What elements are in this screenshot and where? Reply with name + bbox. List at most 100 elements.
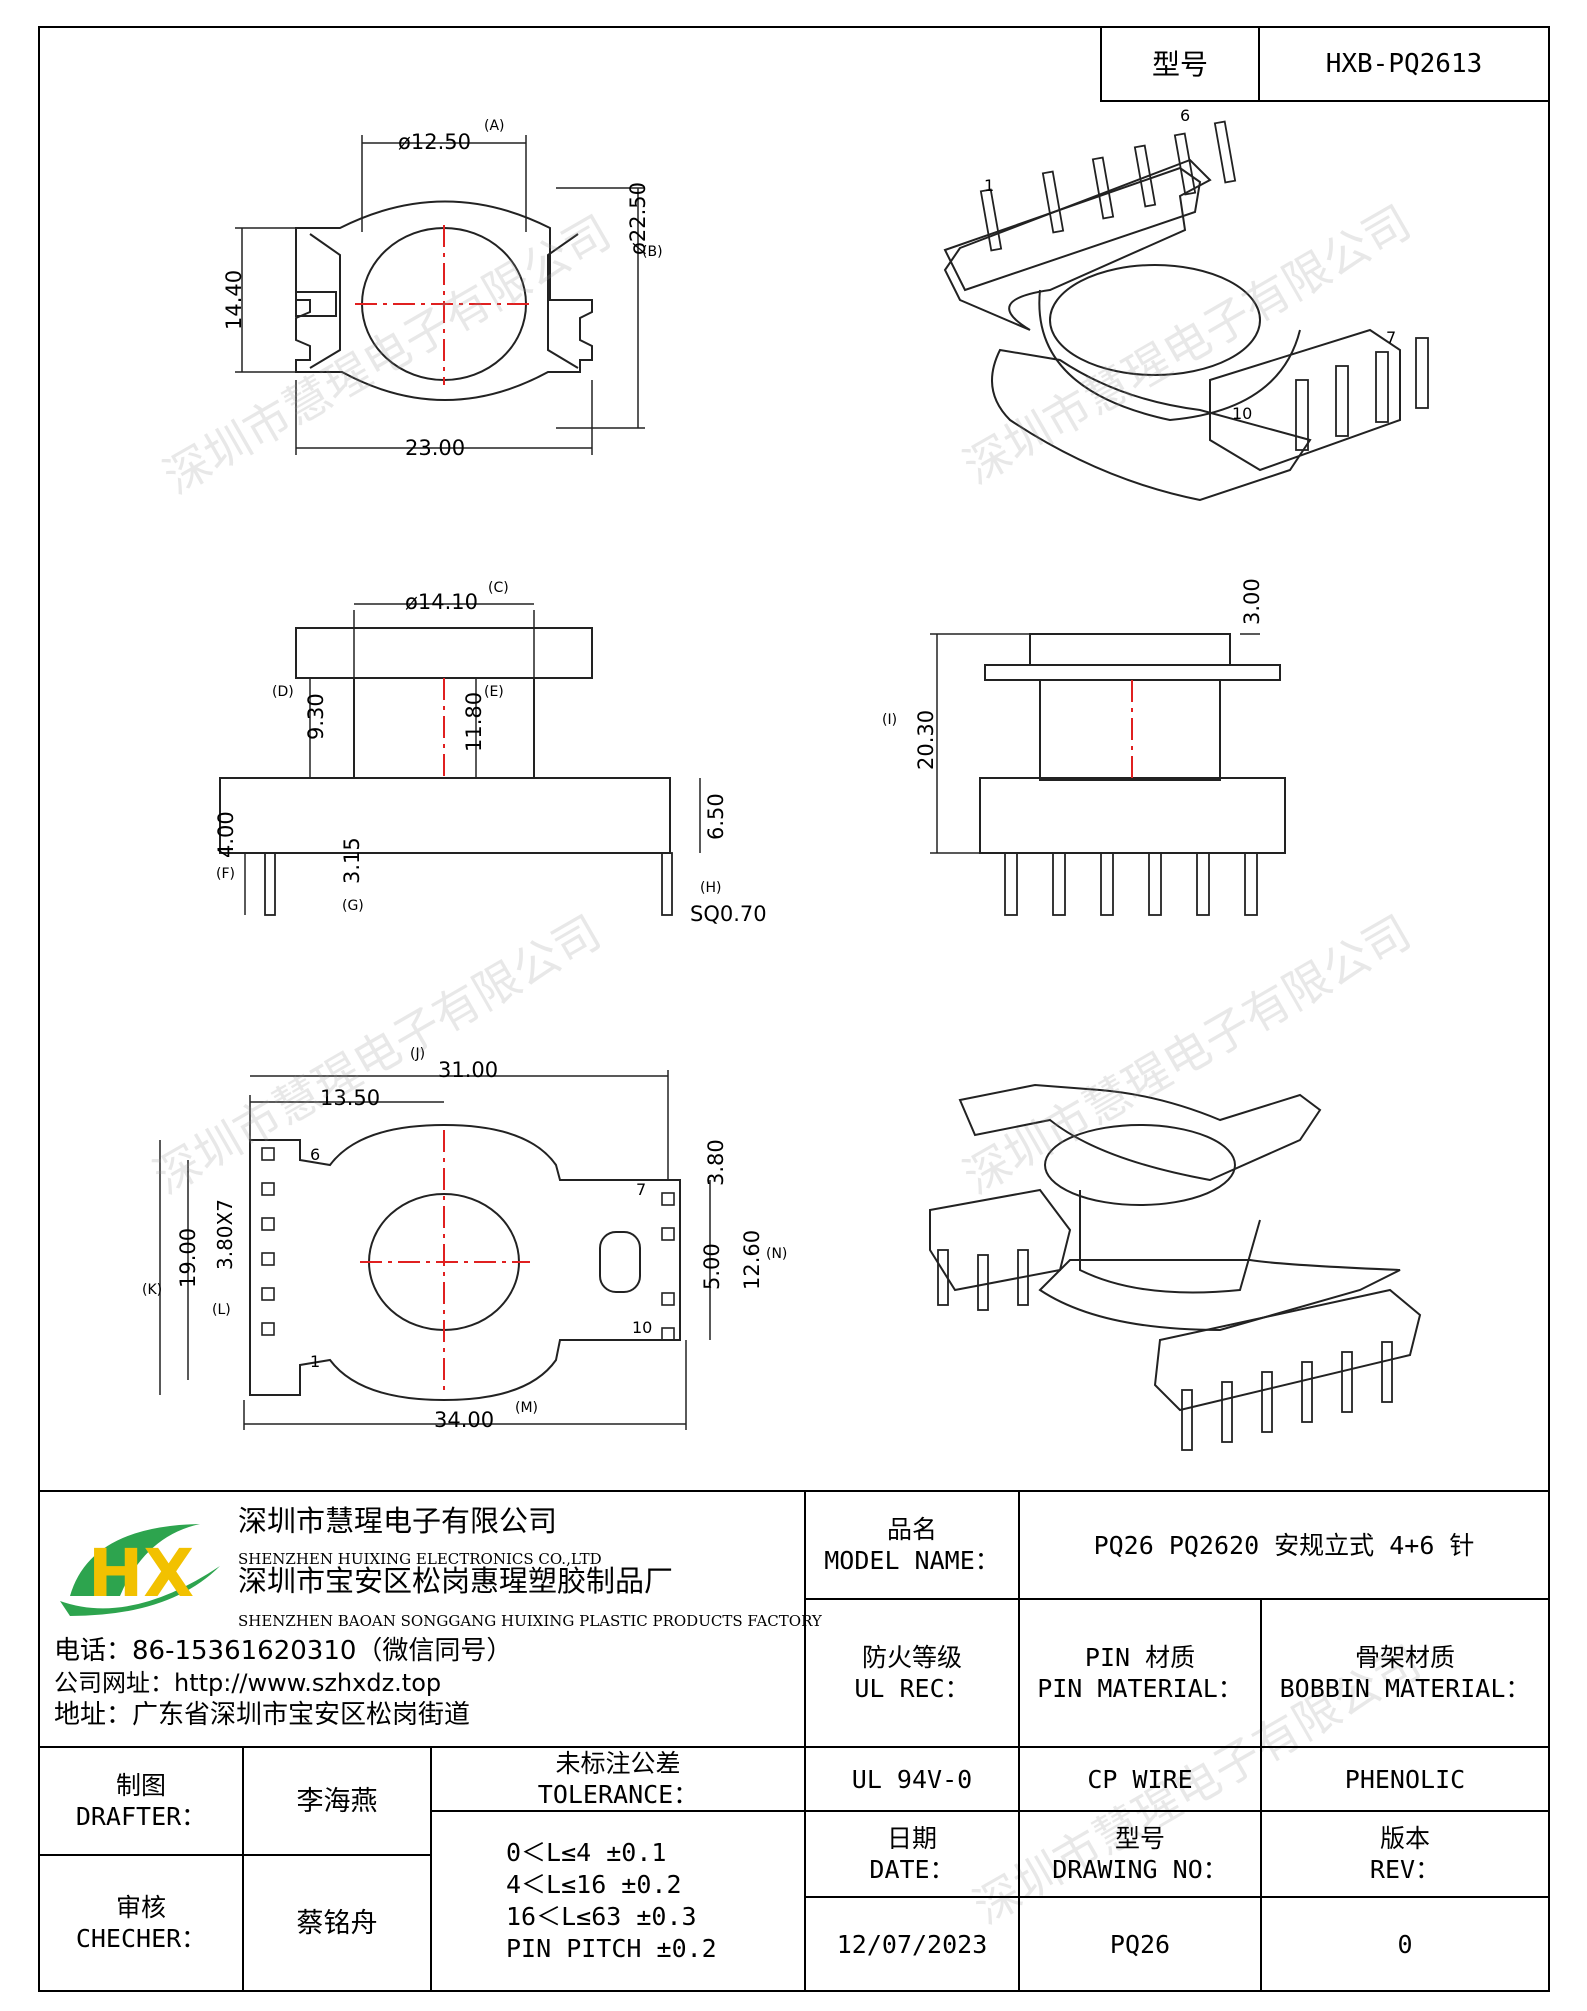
cell-fire-label: 防火等级 UL REC： — [804, 1598, 1020, 1748]
company-logo: HX — [50, 1506, 230, 1626]
bottom-pin-label-10: 10 — [632, 1318, 653, 1337]
iso-top-lower-pin-block — [1209, 328, 1401, 472]
factory-name-en: SHENZHEN BAOAN SONGGANG HUIXING PLASTIC … — [238, 1612, 822, 1630]
dim-text-w: 23.00 — [405, 436, 466, 460]
pin-material-en: PIN MATERIAL： — [1037, 1674, 1243, 1703]
iso-top-lower-flange — [991, 348, 1312, 502]
dim-tag-h: (H) — [700, 880, 722, 896]
side-view-pins — [264, 852, 673, 916]
side-view — [219, 603, 701, 916]
drafter-cn: 制图 — [115, 1771, 166, 1800]
dim-tag-l: (L) — [212, 1302, 231, 1318]
iso-bottom-upper-flange — [958, 1083, 1322, 1182]
dim-tag-f: (F) — [216, 866, 235, 882]
bobbin-material-value: PHENOLIC — [1260, 1746, 1550, 1812]
dim-tag-b: (B) — [642, 244, 663, 260]
tolerance-en: TOLERANCE： — [537, 1780, 699, 1809]
top-view-inner-slot-left — [309, 233, 341, 369]
fire-rating-cn: 防火等级 — [861, 1643, 962, 1672]
cell-date-label: 日期 DATE： — [804, 1810, 1020, 1898]
fire-rating-en: UL REC： — [854, 1674, 970, 1703]
cell-model-name-label: 品名 MODEL NAME： — [804, 1490, 1020, 1600]
bottom-pin-label-1: 1 — [310, 1352, 321, 1371]
iso-pin-label-6: 6 — [1180, 106, 1191, 125]
cell-tolerance-label: 未标注公差 TOLERANCE： — [430, 1746, 806, 1812]
bottom-pin-label-6: 6 — [310, 1145, 321, 1164]
cell-drawing-no-label: 型号 DRAWING NO： — [1018, 1810, 1262, 1898]
revision-value: 0 — [1260, 1896, 1550, 1992]
dim-text-a: ø12.50 — [398, 130, 471, 154]
date-cn: 日期 — [886, 1824, 937, 1853]
cell-bobbin-material-label: 骨架材质 BOBBIN MATERIAL： — [1260, 1598, 1550, 1748]
side-view-base — [219, 777, 671, 854]
front-view-core-tube — [1039, 679, 1221, 781]
bottom-view-outline — [249, 1123, 681, 1402]
top-view-tab — [295, 291, 337, 317]
dim-tag-j: (J) — [410, 1046, 426, 1062]
top-view-flange-outline — [295, 200, 593, 401]
tolerance-cn: 未标注公差 — [555, 1749, 681, 1778]
bottom-view-key — [599, 1231, 641, 1293]
company-address: 地址：广东省深圳市宝安区松岗街道 — [54, 1700, 471, 1730]
iso-pin-label-1: 1 — [984, 176, 995, 195]
drafter-name: 李海燕 — [242, 1746, 432, 1856]
company-name-cn: 深圳市慧瑆电子有限公司 — [238, 1504, 558, 1538]
dim-tag-d: (D) — [272, 684, 294, 700]
dim-text-c: ø14.10 — [405, 590, 478, 614]
revision-en: REV： — [1369, 1855, 1441, 1884]
factory-name-cn: 深圳市宝安区松岗惠瑆塑胶制品厂 — [238, 1564, 674, 1598]
header-model-value: HXB-PQ2613 — [1258, 26, 1550, 102]
front-view-top-cap — [1029, 633, 1231, 666]
iso-bottom-right-pin-block — [1153, 1288, 1422, 1412]
front-view-pins — [1004, 852, 1258, 916]
dim-tag-e: (E) — [484, 684, 504, 700]
date-value: 12/07/2023 — [804, 1896, 1020, 1992]
date-en: DATE： — [869, 1855, 955, 1884]
dim-text-3100: 31.00 — [438, 1058, 499, 1082]
company-phone: 电话：86-15361620310（微信同号） — [54, 1636, 513, 1666]
bobbin-material-en: BOBBIN MATERIAL： — [1279, 1674, 1531, 1703]
bobbin-material-cn: 骨架材质 — [1354, 1643, 1455, 1672]
bottom-pin-label-7: 7 — [636, 1180, 647, 1199]
front-view — [930, 633, 1286, 916]
dim-text-3400: 34.00 — [434, 1408, 495, 1432]
dim-tag-k: (K) — [142, 1282, 163, 1298]
checker-en: CHECHER： — [75, 1924, 207, 1953]
model-name-value: PQ26 PQ2620 安规立式 4+6 针 — [1018, 1490, 1550, 1600]
header-model-label: 型号 — [1100, 26, 1260, 102]
dim-tag-m: (M) — [515, 1400, 539, 1416]
iso-top-pins-lower — [1295, 337, 1429, 451]
drafter-en: DRAFTER： — [75, 1802, 207, 1831]
top-view — [235, 135, 645, 455]
bottom-view-pin-pads — [261, 1147, 675, 1341]
tolerance-values: 0＜L≤4 ±0.1 4＜L≤16 ±0.2 16＜L≤63 ±0.3 PIN … — [430, 1810, 806, 1992]
logo-icon: HX — [60, 1524, 220, 1616]
iso-top-pins-upper — [979, 120, 1237, 252]
pin-material-value: CP WIRE — [1018, 1746, 1262, 1812]
iso-bottom-core-hole — [1044, 1124, 1236, 1206]
company-block: HX 深圳市慧瑆电子有限公司 SHENZHEN HUIXING ELECTRON… — [38, 1490, 822, 1748]
dim-tag-c: (C) — [488, 580, 509, 596]
cell-revision-label: 版本 REV： — [1260, 1810, 1550, 1898]
iso-bottom-lower-flange — [1038, 1259, 1401, 1332]
bottom-view — [159, 1070, 711, 1430]
cell-checker-label: 审核 CHECHER： — [38, 1854, 244, 1992]
dim-tag-a: (A) — [484, 118, 505, 134]
fire-rating-value: UL 94V-0 — [804, 1746, 1020, 1812]
dim-text-1350: 13.50 — [320, 1086, 381, 1110]
company-name-en: SHENZHEN HUIXING ELECTRONICS CO.,LTD — [238, 1550, 602, 1568]
checker-cn: 审核 — [115, 1893, 166, 1922]
iso-bottom-body — [1079, 1190, 1261, 1294]
dim-tag-g: (G) — [342, 898, 364, 914]
cell-pin-material-label: PIN 材质 PIN MATERIAL： — [1018, 1598, 1262, 1748]
iso-top-upper-flange — [943, 158, 1212, 331]
dim-tag-n: (N) — [766, 1246, 788, 1262]
iso-bottom-pins — [937, 1249, 1393, 1451]
iso-pin-label-10: 10 — [1232, 404, 1253, 423]
tolerance-row-4: PIN PITCH ±0.2 — [506, 1934, 717, 1963]
model-name-en: MODEL NAME： — [824, 1546, 1000, 1575]
tolerance-row-3: 16＜L≤63 ±0.3 — [506, 1902, 697, 1931]
iso-view-bottom — [929, 1083, 1422, 1451]
iso-bottom-left-pin-block — [929, 1188, 1072, 1292]
